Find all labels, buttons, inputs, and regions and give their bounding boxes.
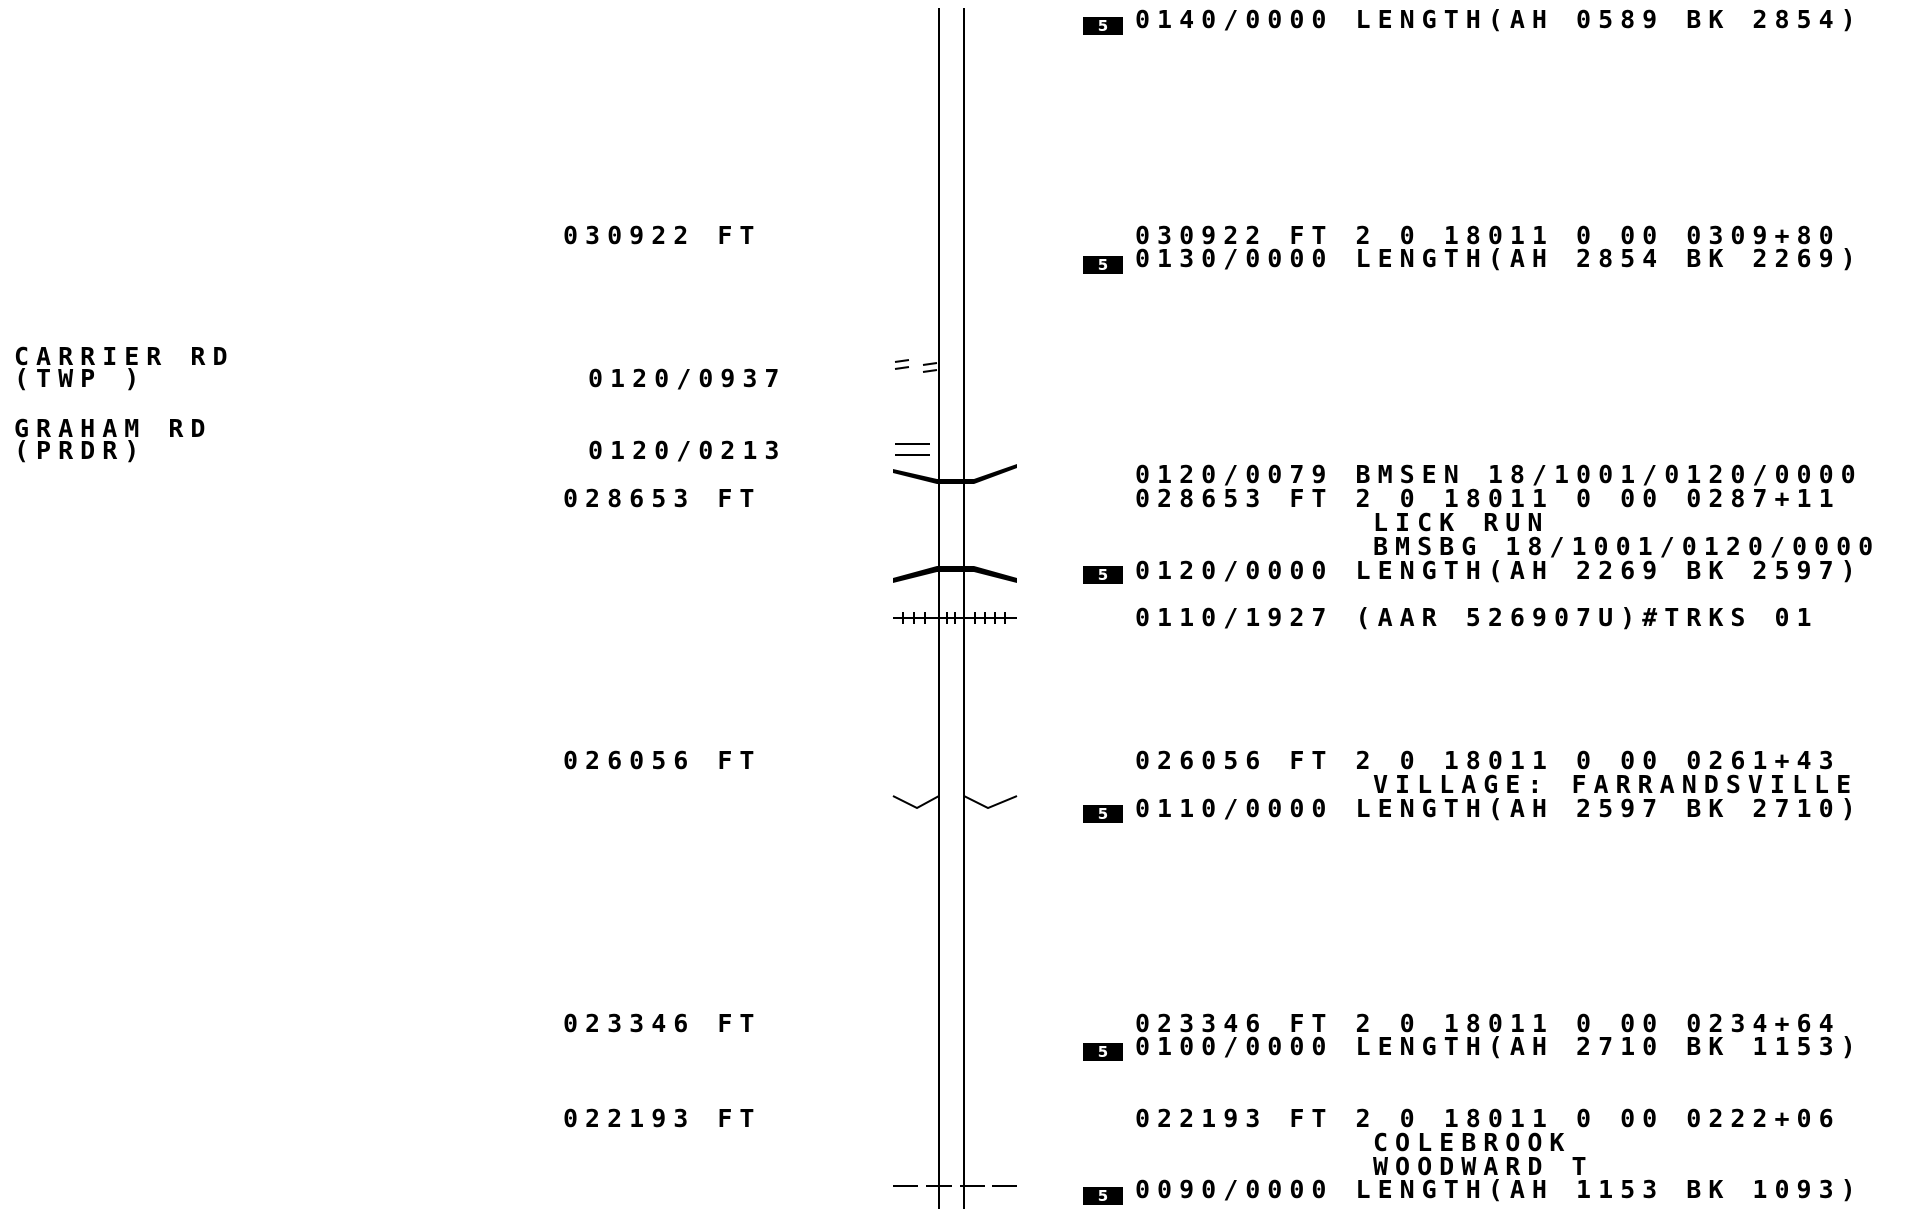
distance-label: 023346 FT xyxy=(563,1009,762,1038)
segment-marker-icon: 5 xyxy=(1083,256,1123,274)
bridge-end-symbol xyxy=(893,566,1017,583)
stream-name: LICK RUN xyxy=(1373,508,1550,537)
segment-length-entry: 0090/0000 LENGTH(AH 1153 BK 1093) xyxy=(1135,1175,1863,1204)
distance-label: 026056 FT xyxy=(563,746,762,775)
station-entry: 026056 FT 2 0 18011 0 00 0261+43 xyxy=(1135,746,1841,775)
road-name-graham-rd: GRAHAM RD xyxy=(14,414,213,443)
offset-label: 0120/0213 xyxy=(588,436,787,465)
segment-marker-icon: 5 xyxy=(1083,1043,1123,1061)
station-entry: 022193 FT 2 0 18011 0 00 0222+06 xyxy=(1135,1104,1841,1133)
road-type-carrier-rd: (TWP ) xyxy=(14,364,147,393)
railroad-crossing-symbol xyxy=(893,612,1017,624)
road-type-graham-rd: (PRDR) xyxy=(14,436,147,465)
road-name-carrier-rd: CARRIER RD xyxy=(14,342,235,371)
segment-length-entry: 0110/0000 LENGTH(AH 2597 BK 2710) xyxy=(1135,794,1863,823)
segment-marker-icon: 5 xyxy=(1083,805,1123,823)
station-entry: 028653 FT 2 0 18011 0 00 0287+11 xyxy=(1135,484,1841,513)
bridge-begin-entry: 0120/0079 BMSEN 18/1001/0120/0000 xyxy=(1135,460,1863,489)
bridge-begin-symbol xyxy=(893,464,1017,484)
station-entry: 030922 FT 2 0 18011 0 00 0309+80 xyxy=(1135,221,1841,250)
station-entry: 023346 FT 2 0 18011 0 00 0234+64 xyxy=(1135,1009,1841,1038)
distance-label: 022193 FT xyxy=(563,1104,762,1133)
segment-length-entry: 0100/0000 LENGTH(AH 2710 BK 1153) xyxy=(1135,1032,1863,1061)
distance-label: 030922 FT xyxy=(563,221,762,250)
township-name: WOODWARD T xyxy=(1373,1152,1594,1181)
segment-length-entry: 0140/0000 LENGTH(AH 0589 BK 2854) xyxy=(1135,5,1863,34)
segment-length-entry: 0130/0000 LENGTH(AH 2854 BK 2269) xyxy=(1135,244,1863,273)
segment-marker-icon: 5 xyxy=(1083,1187,1123,1205)
intersection-symbol-carrier-rd xyxy=(894,359,938,373)
village-name: VILLAGE: FARRANDSVILLE xyxy=(1373,770,1859,799)
segment-length-entry: 0120/0000 LENGTH(AH 2269 BK 2597) xyxy=(1135,556,1863,585)
township-name: COLEBROOK xyxy=(1373,1128,1572,1157)
village-boundary-symbol xyxy=(892,795,1018,810)
offset-label: 0120/0937 xyxy=(588,364,787,393)
bridge-end-entry: BMSBG 18/1001/0120/0000 xyxy=(1373,532,1881,561)
railroad-entry: 0110/1927 (AAR 526907U)#TRKS 01 xyxy=(1135,603,1819,632)
segment-marker-icon: 5 xyxy=(1083,17,1123,35)
segment-marker-icon: 5 xyxy=(1083,566,1123,584)
intersection-symbol-graham-rd xyxy=(895,443,930,456)
distance-label: 028653 FT xyxy=(563,484,762,513)
